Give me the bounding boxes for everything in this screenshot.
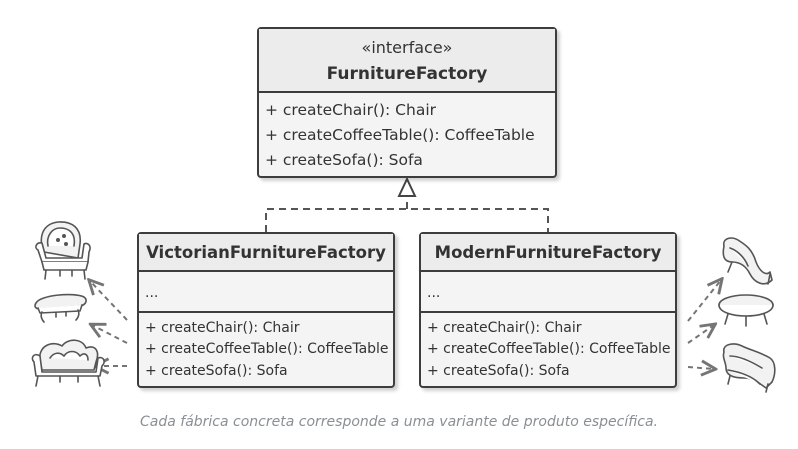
modern-method: + createChair(): Chair bbox=[427, 320, 582, 336]
modern-method: + createCoffeeTable(): CoffeeTable bbox=[427, 341, 671, 357]
arrow-to-modern-chair bbox=[687, 280, 721, 322]
interface-stereotype: «interface» bbox=[362, 38, 453, 57]
modern-furniture-factory-class: ModernFurnitureFactory ... + createChair… bbox=[419, 232, 677, 388]
interface-method: + createCoffeeTable(): CoffeeTable bbox=[265, 126, 535, 144]
victorian-method: + createChair(): Chair bbox=[145, 320, 300, 336]
victorian-class-name: VictorianFurnitureFactory bbox=[146, 243, 386, 262]
modern-coffee-table-icon bbox=[718, 294, 774, 327]
modern-class-name: ModernFurnitureFactory bbox=[435, 243, 662, 262]
modern-sofa-icon bbox=[722, 343, 776, 393]
interface-furniture-factory: «interface» FurnitureFactory + createCha… bbox=[257, 27, 557, 178]
modern-fields: ... bbox=[427, 285, 440, 301]
realization-arrowhead bbox=[397, 176, 417, 197]
victorian-furniture-factory-class: VictorianFurnitureFactory ... + createCh… bbox=[137, 232, 395, 388]
realization-connector bbox=[265, 197, 549, 232]
victorian-armchair-icon bbox=[35, 221, 91, 280]
victorian-product-arrows bbox=[90, 281, 128, 366]
victorian-method: + createCoffeeTable(): CoffeeTable bbox=[145, 341, 389, 357]
interface-name: FurnitureFactory bbox=[327, 64, 488, 84]
interface-method: + createChair(): Chair bbox=[265, 101, 437, 119]
victorian-sofa-icon bbox=[31, 339, 105, 387]
arrow-to-victorian-table bbox=[92, 325, 128, 344]
modern-product-arrows bbox=[687, 280, 721, 369]
arrow-to-modern-sofa bbox=[687, 367, 714, 369]
victorian-coffee-table-icon bbox=[34, 293, 87, 323]
modern-method: + createSofa(): Sofa bbox=[427, 363, 570, 379]
interface-method: + createSofa(): Sofa bbox=[265, 151, 423, 169]
figure-caption: Cada fábrica concreta corresponde a uma … bbox=[140, 414, 658, 430]
modern-chair-icon bbox=[722, 237, 773, 285]
arrow-to-modern-table bbox=[687, 325, 714, 344]
victorian-method: + createSofa(): Sofa bbox=[145, 363, 288, 379]
victorian-fields: ... bbox=[145, 285, 158, 301]
arrow-to-victorian-chair bbox=[90, 281, 128, 321]
